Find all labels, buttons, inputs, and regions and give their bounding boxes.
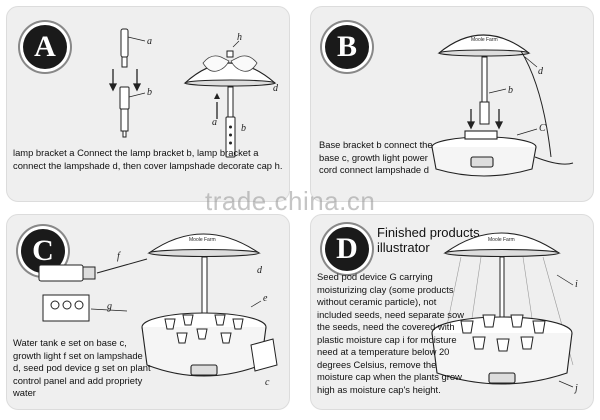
bracket [201, 256, 208, 318]
panel-c: C Moole Farm f d g [6, 214, 290, 410]
panel-a: A a b [6, 6, 290, 202]
step-b-badge: B [325, 25, 369, 69]
insert-arrows [466, 109, 504, 130]
step-a-illustration: a b h d a b [108, 28, 279, 158]
bracket-b [479, 56, 490, 125]
bracket-assembled [225, 86, 236, 158]
step-c-illustration: Moole Farm f d g [38, 233, 278, 388]
label-b: b [508, 85, 513, 96]
base-c [431, 130, 537, 177]
moisture-caps-i [460, 314, 546, 352]
lamp-bracket-a [120, 28, 129, 68]
seed-pod-g [42, 294, 90, 322]
step-d-illustration: Moole Farm i j [431, 232, 578, 394]
base-c [141, 312, 267, 377]
brand-label: Moole Farm [471, 37, 498, 43]
label-c: c [265, 377, 270, 388]
label-d: d [273, 83, 279, 94]
step-d-caption: Seed pod device G carrying moisturizing … [317, 271, 464, 395]
label-j: j [573, 383, 578, 394]
label-i: i [575, 279, 578, 290]
step-a-badge: A [23, 25, 67, 69]
label-h: h [237, 32, 242, 43]
label-a-top: a [147, 36, 152, 47]
watermark: trade.china.cn [205, 186, 376, 216]
power-cord [520, 50, 552, 158]
step-d-title: Finished products illustrator [377, 225, 480, 255]
step-a-caption: lamp bracket a Connect the lamp bracket … [13, 147, 283, 171]
bracket [499, 256, 505, 318]
step-b-caption: Base bracket b connect the base c, growt… [319, 139, 433, 175]
seed-pods [164, 314, 244, 344]
brand-label: Moole Farm [488, 237, 515, 243]
step-d-badge: D [325, 227, 369, 271]
growth-light-f [38, 264, 96, 282]
label-e: e [263, 293, 268, 304]
brand-label: Moole Farm [189, 237, 216, 243]
hands [202, 55, 258, 72]
lampshade [443, 232, 561, 258]
lampshade-d [437, 34, 531, 57]
lampshade-d [183, 62, 277, 87]
step-c-caption: Water tank e set on base c, growth light… [13, 337, 151, 398]
step-b-illustration: Moole Farm d b C [431, 34, 574, 177]
decorate-cap-h [226, 50, 234, 58]
insert-arrows [108, 69, 142, 92]
label-b-left: b [147, 87, 152, 98]
lamp-bracket-b [119, 86, 130, 138]
panel-b: B Moole Farm d b C Base bracket b connec… [310, 6, 594, 202]
label-d: d [257, 265, 263, 276]
label-f: f [117, 251, 121, 262]
label-d: d [538, 66, 544, 77]
panel-d: D Finished products illustrator Moole Fa… [310, 214, 594, 410]
water-tank-e [250, 338, 278, 372]
label-a-right: a [212, 117, 217, 128]
label-b-right: b [241, 123, 246, 134]
label-c: C [539, 123, 546, 134]
label-g: g [107, 301, 112, 312]
